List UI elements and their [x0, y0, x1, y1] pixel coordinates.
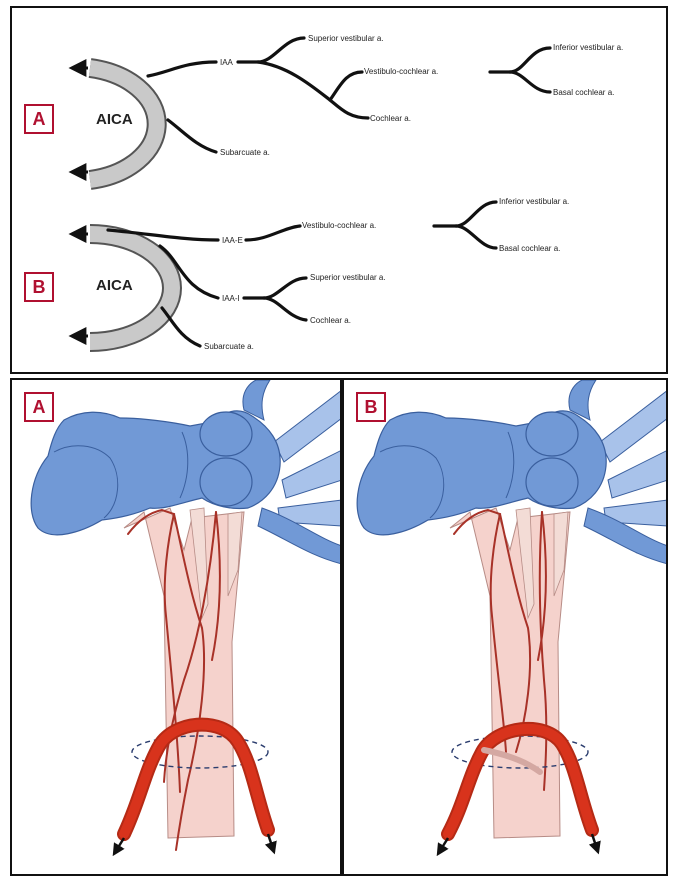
diagram-a: AICA IAA Superior vestibular a. Vestibul… — [72, 34, 623, 180]
illustration-panel-b: B — [342, 378, 668, 876]
vestibulo-cochlear-label-b: Vestibulo-cochlear a. — [302, 221, 376, 230]
subarcuate-branch-a — [168, 120, 216, 152]
inferior-vestibular-label-a: Inferior vestibular a. — [553, 43, 623, 52]
superior-vestibular-label-a: Superior vestibular a. — [308, 34, 384, 43]
basal-cochlear-label-b: Basal cochlear a. — [499, 244, 560, 253]
branching-schematic-panel: A B AICA IAA Superior vestibular a. Vest… — [10, 6, 668, 374]
badge-b: B — [24, 272, 54, 302]
superior-vestibular-label-b: Superior vestibular a. — [310, 273, 386, 282]
diagram-b: AICA IAA-E Vestibulo-cochlear a. Inferio… — [72, 197, 569, 351]
vestibulo-cochlear-branch-b — [246, 226, 300, 240]
vestibulo-cochlear-label-a: Vestibulo-cochlear a. — [364, 67, 438, 76]
inferior-vestibular-branch-a — [510, 48, 550, 72]
iaa-e-label-b: IAA-E — [222, 236, 243, 245]
aica-label-a: AICA — [96, 111, 133, 128]
subarcuate-label-b: Subarcuate a. — [204, 342, 254, 351]
iaa-label-a: IAA — [220, 58, 234, 67]
iaa-i-label-b: IAA-I — [222, 294, 240, 303]
cochlear-branch-a — [330, 100, 368, 118]
branching-schematic: AICA IAA Superior vestibular a. Vestibul… — [12, 8, 666, 372]
subarcuate-label-a: Subarcuate a. — [220, 148, 270, 157]
badge-a: A — [24, 104, 54, 134]
illustration-b — [344, 380, 666, 874]
illustration-panel-a: A — [10, 378, 342, 876]
illustration-a — [12, 380, 340, 874]
aica-label-b: AICA — [96, 277, 133, 294]
cochlear-branch-b — [264, 298, 306, 320]
superior-vestibular-branch-a — [258, 38, 304, 62]
inferior-vestibular-label-b: Inferior vestibular a. — [499, 197, 569, 206]
basal-cochlear-branch-b — [456, 226, 496, 248]
vestibulo-cochlear-branch-a — [330, 72, 362, 100]
cochlear-label-b: Cochlear a. — [310, 316, 351, 325]
cochlear-label-a: Cochlear a. — [370, 114, 411, 123]
subarcuate-branch-b — [162, 308, 200, 346]
badge-b-illustration: B — [356, 392, 386, 422]
inferior-vestibular-branch-b — [456, 202, 496, 226]
basal-cochlear-branch-a — [510, 72, 550, 92]
basal-cochlear-label-a: Basal cochlear a. — [553, 88, 614, 97]
iaa-branch-a — [148, 62, 216, 76]
superior-vestibular-branch-b — [264, 278, 306, 298]
badge-a-illustration: A — [24, 392, 54, 422]
